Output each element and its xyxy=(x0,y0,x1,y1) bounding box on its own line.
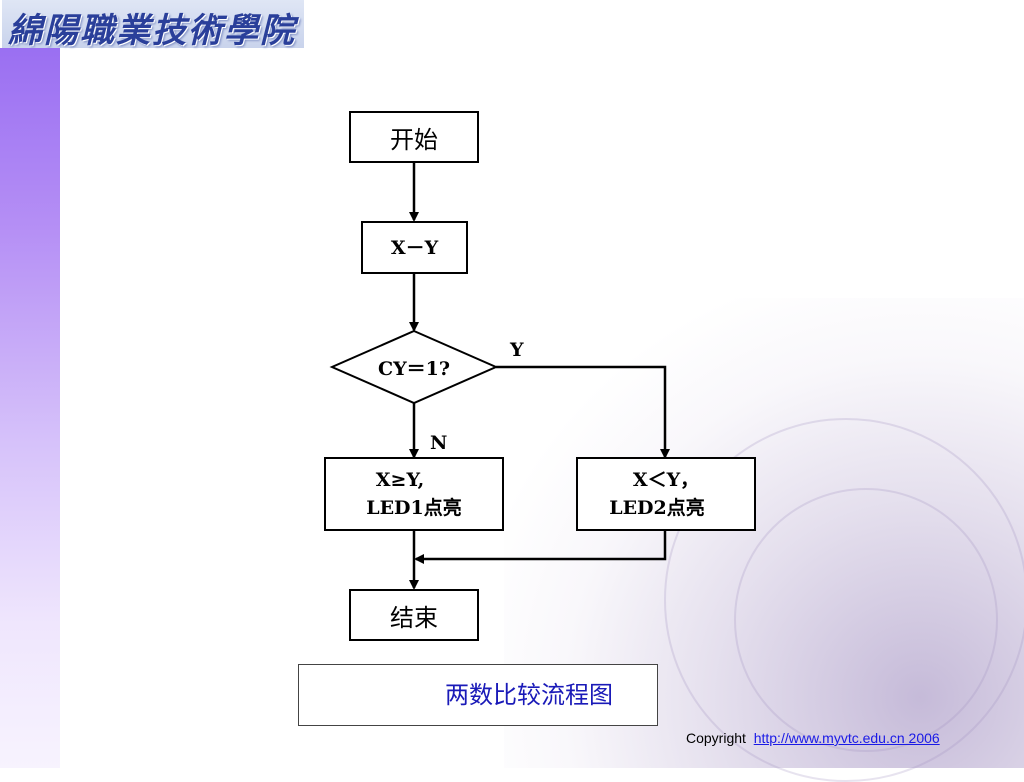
left-accent-band xyxy=(0,48,60,768)
flow-result-right-line1: X＜Y， xyxy=(632,469,700,491)
flow-process-label: X－Y xyxy=(390,236,439,259)
flow-end-label: 结束 xyxy=(390,603,438,632)
flow-result-right-line2: LED2点亮 xyxy=(609,497,705,519)
flow-result-right-box: X＜Y， LED2点亮 xyxy=(576,457,756,531)
caption-box: 两数比较流程图 xyxy=(298,664,658,726)
flow-start-box: 开始 xyxy=(349,111,479,163)
flow-start-label: 开始 xyxy=(390,125,438,154)
logo-text: 綿陽職業技術學院 xyxy=(8,11,296,51)
school-logo: 綿陽職業技術學院 xyxy=(2,0,304,51)
branch-no-label: N xyxy=(430,432,448,454)
flow-decision-label: CY＝1? xyxy=(377,358,451,380)
arrow-decision-yes xyxy=(496,365,670,459)
flow-result-left-box: X≥Y, LED1点亮 xyxy=(324,457,504,531)
footer-copyright: Copyright http://www.myvtc.edu.cn 2006 xyxy=(686,730,940,746)
copyright-link[interactable]: http://www.myvtc.edu.cn 2006 xyxy=(753,730,940,746)
branch-yes-label: Y xyxy=(510,339,524,361)
copyright-label: Copyright xyxy=(686,730,746,746)
flow-result-left-line1: X≥Y, xyxy=(375,469,425,491)
flow-process-box: X－Y xyxy=(361,221,468,274)
flow-result-left-line2: LED1点亮 xyxy=(366,497,462,519)
arrow-right-result-merge xyxy=(414,530,667,564)
caption-text: 两数比较流程图 xyxy=(445,681,613,709)
flow-end-box: 结束 xyxy=(349,589,479,641)
